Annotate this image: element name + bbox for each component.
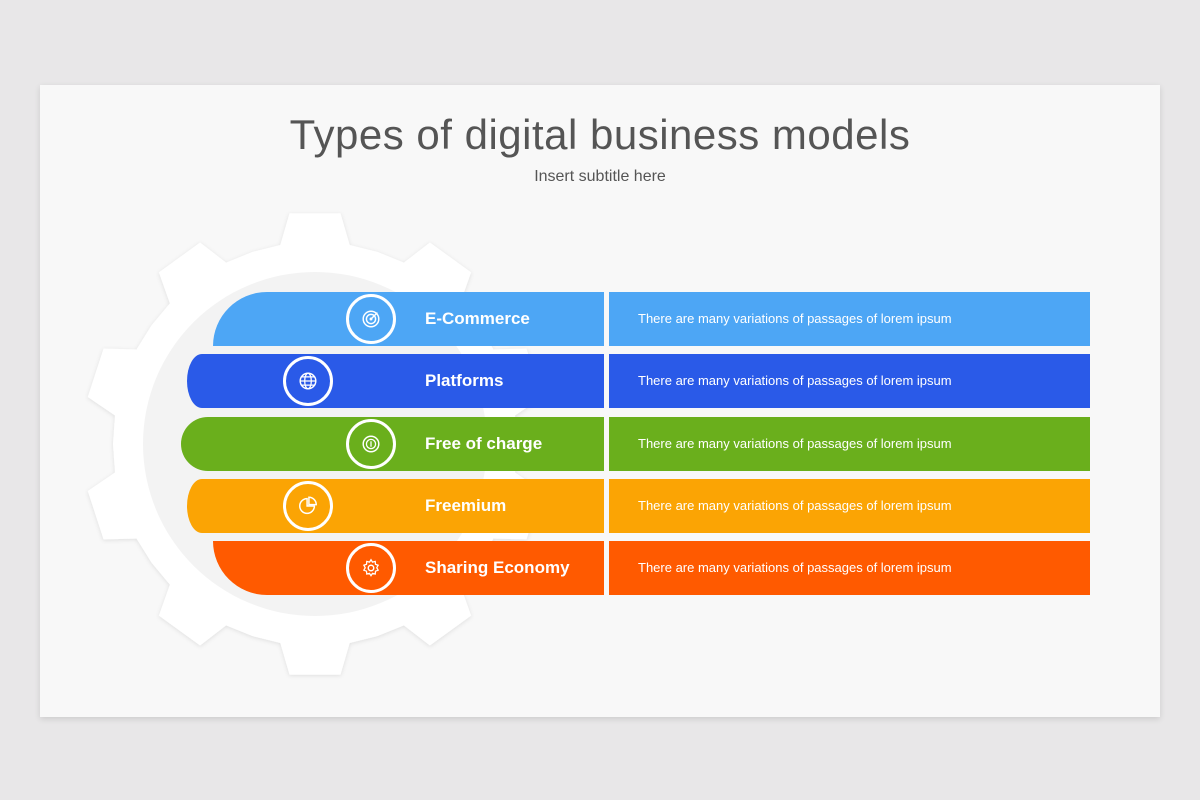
description-band — [609, 354, 1090, 408]
model-band — [213, 541, 604, 595]
globe-icon — [299, 372, 317, 390]
model-row: E-Commerce There are many variations of p… — [0, 292, 1200, 346]
icon-ring — [283, 481, 333, 531]
model-description: There are many variations of passages of… — [638, 436, 952, 451]
coin-icon — [362, 435, 380, 453]
icon-ring — [346, 543, 396, 593]
model-label: Platforms — [425, 371, 504, 390]
target-icon — [362, 310, 380, 328]
model-band — [213, 292, 604, 346]
model-row: Platforms There are many variations of pa… — [0, 354, 1200, 408]
model-row: Sharing Economy There are many variations… — [0, 541, 1200, 595]
description-band — [609, 541, 1090, 595]
icon-ring — [346, 419, 396, 469]
pie-chart-icon — [299, 496, 317, 515]
icon-ring — [283, 356, 333, 406]
model-band — [187, 479, 604, 533]
model-row: Free of charge There are many variations … — [0, 417, 1200, 471]
model-description: There are many variations of passages of… — [638, 498, 952, 513]
model-description: There are many variations of passages of… — [638, 560, 952, 575]
model-label: Sharing Economy — [425, 558, 570, 577]
model-band — [187, 354, 604, 408]
gear-icon — [362, 558, 380, 577]
model-description: There are many variations of passages of… — [638, 373, 952, 388]
model-row: Freemium There are many variations of pas… — [0, 479, 1200, 533]
model-label: Freemium — [425, 496, 507, 515]
model-description: There are many variations of passages of… — [638, 311, 952, 326]
model-label: Free of charge — [425, 434, 543, 453]
slide-subtitle: Insert subtitle here — [534, 168, 666, 185]
slide-title: Types of digital business models — [289, 111, 911, 158]
description-band — [609, 479, 1090, 533]
description-band — [609, 417, 1090, 471]
description-band — [609, 292, 1090, 346]
icon-ring — [346, 294, 396, 344]
model-label: E-Commerce — [425, 309, 530, 328]
